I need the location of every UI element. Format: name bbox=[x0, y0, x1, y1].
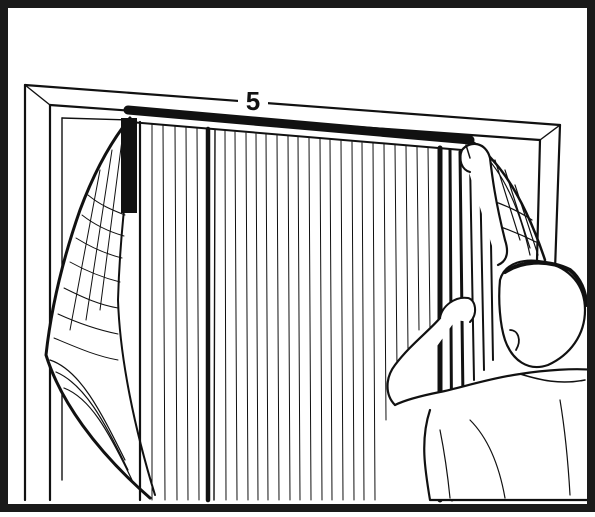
top-rail bbox=[128, 110, 470, 150]
step-number-label: 5 bbox=[238, 88, 268, 114]
